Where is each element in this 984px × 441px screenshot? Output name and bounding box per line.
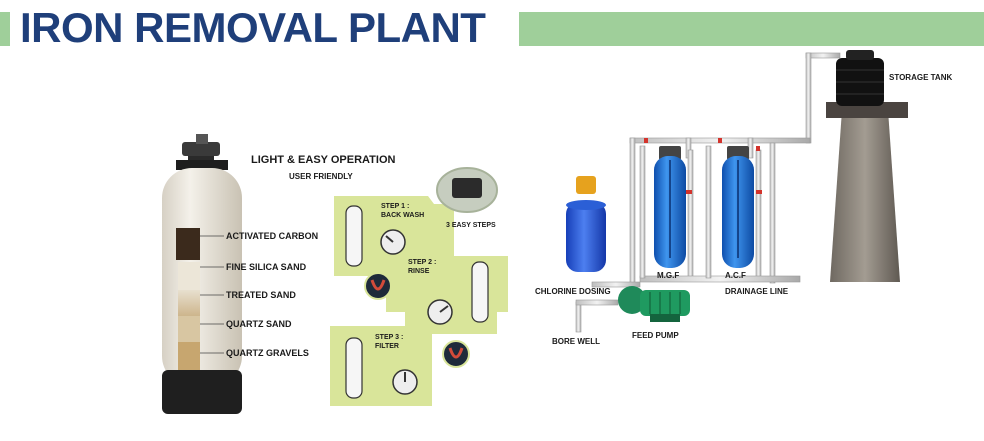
title-accent-right: [519, 12, 984, 46]
step2-label: STEP 2 : RINSE: [408, 258, 436, 276]
feed-pump: [618, 286, 690, 322]
easy-steps-label: 3 EASY STEPS: [446, 222, 496, 229]
label-drainage-line: DRAINAGE LINE: [725, 287, 789, 296]
step2-name: RINSE: [408, 268, 430, 275]
valves: [644, 138, 762, 194]
page-title: IRON REMOVAL PLANT: [20, 4, 486, 51]
label-chlorine-dosing: CHLORINE DOSING: [535, 287, 611, 296]
quartz-sand-layer: [178, 316, 200, 342]
step3-label: STEP 3 : FILTER: [375, 333, 403, 351]
label-acf: A.C.F: [725, 271, 746, 280]
label-quartz-gravels: QUARTZ GRAVELS: [226, 348, 309, 358]
label-mgf: M.G.F: [657, 271, 680, 280]
carbon-layer: [176, 228, 200, 260]
operation-heading: LIGHT & EASY OPERATION: [251, 154, 396, 166]
title-accent-left: [0, 12, 10, 46]
label-bore-well: BORE WELL: [552, 337, 600, 346]
quartz-gravel-layer: [178, 342, 200, 370]
step1-name: BACK WASH: [381, 212, 425, 219]
step1-title: STEP 1 :: [381, 203, 410, 210]
label-fine-silica-sand: FINE SILICA SAND: [226, 262, 307, 272]
silica-layer: [178, 262, 200, 290]
step3-title: STEP 3 :: [375, 334, 404, 341]
label-treated-sand: TREATED SAND: [226, 290, 296, 300]
step3-name: FILTER: [375, 343, 399, 350]
operation-steps-panel: [330, 167, 508, 406]
label-storage-tank: STORAGE TANK: [889, 73, 953, 82]
filter-vessel: [162, 134, 242, 414]
label-quartz-sand: QUARTZ SAND: [226, 319, 292, 329]
treated-sand-layer: [178, 290, 200, 316]
mgf-vessel: [654, 146, 686, 268]
acf-vessel: [722, 146, 754, 268]
chlorine-drum: [566, 176, 606, 272]
label-activated-carbon: ACTIVATED CARBON: [226, 231, 319, 241]
step2-title: STEP 2 :: [408, 259, 437, 266]
pipework: [575, 52, 841, 333]
storage-tank: [826, 50, 908, 282]
label-feed-pump: FEED PUMP: [632, 331, 679, 340]
step1-label: STEP 1 : BACK WASH: [381, 202, 424, 220]
operation-subheading: USER FRIENDLY: [289, 172, 353, 181]
